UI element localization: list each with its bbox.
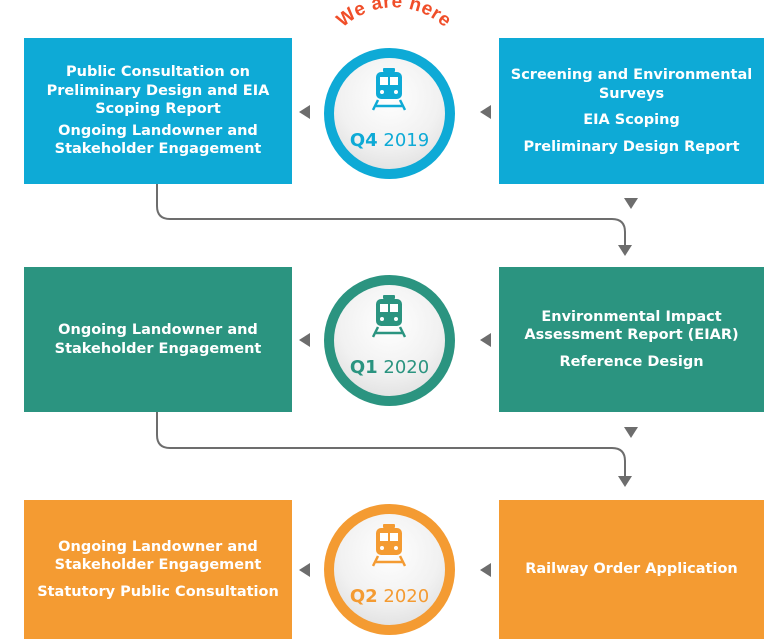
row3-quarter: Q2: [349, 586, 378, 607]
row1-arrow-down: [624, 198, 638, 209]
row1-left-item-1: Public Consultation on Preliminary Desig…: [46, 64, 270, 118]
row3-arrow-circle-to-left: [299, 563, 310, 577]
row1-left-item-2: Ongoing Landowner and Stakeholder Engage…: [54, 122, 262, 158]
train-icon: [372, 524, 406, 567]
row2-milestone-inner: Q1 2020: [334, 285, 445, 396]
train-icon: [372, 68, 406, 111]
row3-arrow-right-to-circle: [480, 563, 491, 577]
row1-right-box: Screening and Environmental Surveys EIA …: [499, 38, 764, 184]
row1-right-item-2: EIA Scoping: [583, 112, 680, 128]
row3-quarter-label: Q2 2020: [334, 586, 445, 607]
row2-left-item-1: Ongoing Landowner and Stakeholder Engage…: [54, 322, 262, 357]
row1-right-item-1: Screening and Environmental Surveys: [510, 67, 753, 102]
row2-left-box: Ongoing Landowner and Stakeholder Engage…: [24, 267, 292, 412]
row3-left-item-2: Statutory Public Consultation: [37, 583, 279, 600]
row1-quarter-label: Q4 2019: [334, 130, 445, 151]
train-icon: [372, 295, 406, 338]
row1-left-box: Public Consultation on Preliminary Desig…: [24, 38, 292, 184]
row3-milestone-inner: Q2 2020: [334, 514, 445, 625]
row2-quarter-label: Q1 2020: [334, 357, 445, 378]
row1-arrow-circle-to-left: [299, 105, 310, 119]
row3-right-item-1: Railway Order Application: [525, 561, 738, 578]
row2-year: 2020: [383, 357, 430, 378]
row2-right-item-2: Reference Design: [559, 353, 704, 370]
row3-left-box: Ongoing Landowner and Stakeholder Engage…: [24, 500, 292, 639]
row3-year: 2020: [383, 586, 430, 607]
row1-milestone-circle: Q4 2019: [324, 48, 455, 179]
row1-year: 2019: [383, 130, 430, 151]
row2-right-item-1: Environmental Impact Assessment Report (…: [524, 308, 739, 344]
row1-milestone-inner: Q4 2019: [334, 58, 445, 169]
row2-arrow-right-to-circle: [480, 333, 491, 347]
row2-right-box: Environmental Impact Assessment Report (…: [499, 267, 764, 412]
row1-arrow-right-to-circle: [480, 105, 491, 119]
row1-quarter: Q4: [349, 130, 378, 151]
we-are-here-label: We are here: [333, 0, 455, 32]
row2-arrow-circle-to-left: [299, 333, 310, 347]
row2-milestone-circle: Q1 2020: [324, 275, 455, 406]
row3-left-item-1: Ongoing Landowner and Stakeholder Engage…: [54, 538, 262, 574]
row3-milestone-circle: Q2 2020: [324, 504, 455, 635]
row2-arrow-down: [624, 427, 638, 438]
row1-right-item-3: Preliminary Design Report: [523, 138, 740, 155]
row2-quarter: Q1: [349, 357, 378, 378]
row3-right-box: Railway Order Application: [499, 500, 764, 639]
